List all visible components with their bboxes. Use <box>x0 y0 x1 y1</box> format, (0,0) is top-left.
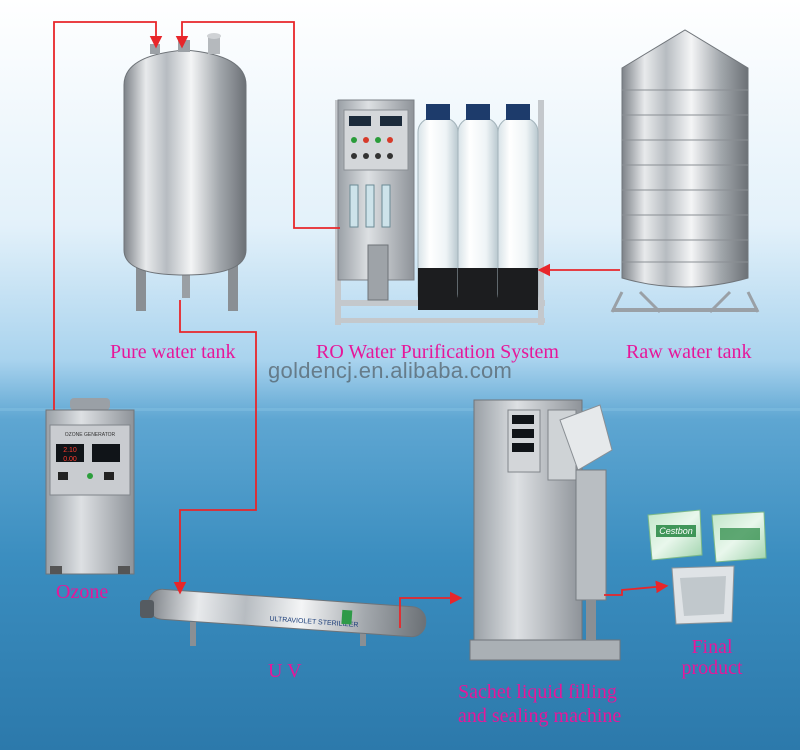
flow-pure-to-uv <box>173 300 257 595</box>
flow-ro-to-pure <box>175 21 340 229</box>
label-raw-water-tank: Raw water tank <box>626 341 752 363</box>
pure-water-tank <box>123 33 247 311</box>
label-ozone: Ozone <box>56 581 109 603</box>
raw-water-tank <box>610 29 760 314</box>
ozone-generator: OZONE GENERATOR 2.10 0.00 <box>45 398 135 575</box>
flow-ozone-to-pure <box>53 21 163 410</box>
ozone-readout-1: 2.10 <box>63 447 77 454</box>
ozone-panel-text: OZONE GENERATOR <box>65 432 116 438</box>
horizon-line <box>0 408 800 411</box>
label-uv: U V <box>268 660 302 682</box>
flow-sachet-to-final <box>604 580 669 596</box>
label-ro-system: RO Water Purification System <box>316 341 559 363</box>
uv-sterilizer: ULTRAVIOLET STERILIZER <box>140 588 427 646</box>
flow-uv-to-sachet <box>399 591 463 628</box>
sachet-filling-machine <box>469 399 621 661</box>
final-product-sachets: Cestbon <box>647 509 767 625</box>
watermark: goldencj.en.alibaba.com <box>268 358 513 383</box>
label-final-line2: product <box>681 657 743 679</box>
label-sachet-line2: and sealing machine <box>458 705 622 727</box>
flow-lines <box>53 21 669 628</box>
label-sachet-line1: Sachet liquid filling <box>458 681 617 703</box>
ro-purification-system <box>335 99 545 325</box>
sachet-brand-text: Cestbon <box>659 526 693 536</box>
label-pure-water-tank: Pure water tank <box>110 341 236 363</box>
label-final-line1: Final <box>691 636 733 658</box>
ozone-readout-2: 0.00 <box>63 456 77 463</box>
